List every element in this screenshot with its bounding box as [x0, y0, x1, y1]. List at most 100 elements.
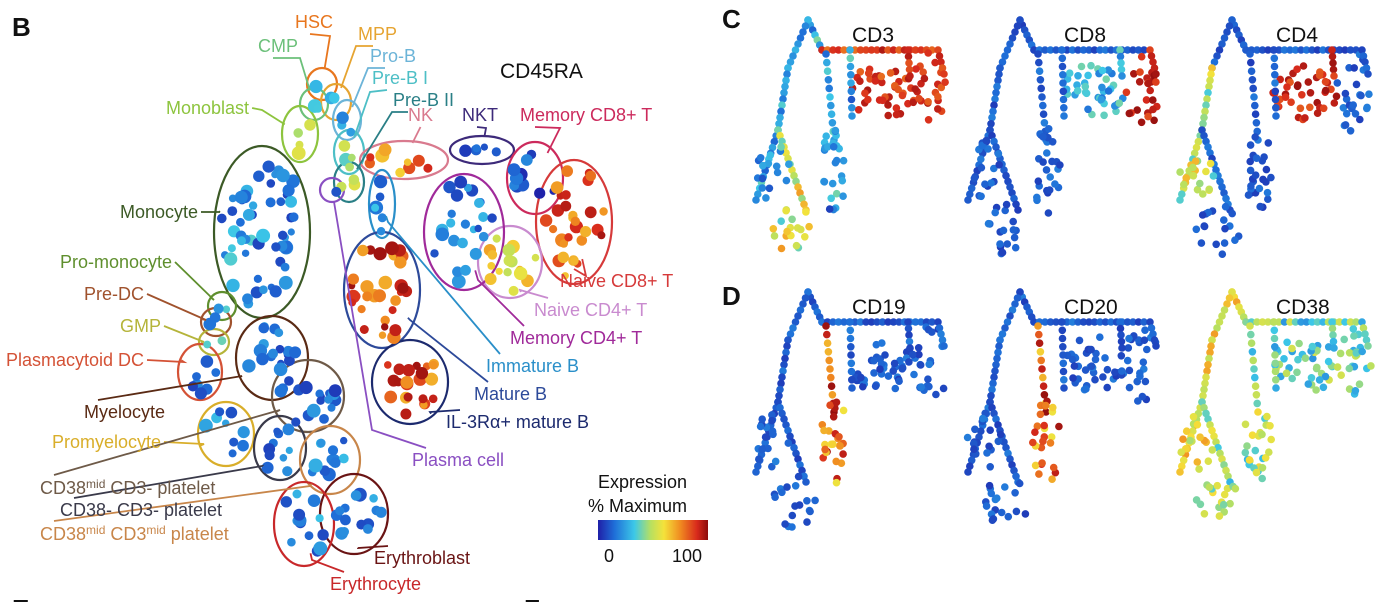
- tree-node: [378, 331, 387, 339]
- mini-node: [1150, 116, 1158, 125]
- mini-node: [1264, 46, 1272, 54]
- leader-myelocyte: [97, 375, 243, 401]
- mini-node: [1033, 193, 1041, 202]
- mini-node: [995, 70, 1003, 78]
- mini-node: [915, 350, 923, 359]
- tree-node: [291, 417, 301, 427]
- mini-node: [1204, 89, 1212, 97]
- mini-node: [895, 377, 903, 385]
- tree-node: [400, 376, 414, 389]
- mini-node: [780, 361, 788, 369]
- mini-node: [1036, 348, 1045, 356]
- mini-node: [1096, 333, 1104, 341]
- mini-node: [770, 137, 779, 146]
- mini-node: [1271, 359, 1280, 368]
- tree-node: [377, 213, 387, 223]
- mini-node: [826, 365, 834, 373]
- mini-node: [1152, 70, 1160, 78]
- mini-node: [765, 184, 774, 193]
- mini-node: [1301, 354, 1310, 362]
- mini-node: [1220, 239, 1229, 247]
- mini-node: [769, 430, 777, 439]
- mini-node: [789, 52, 797, 60]
- tree-node: [446, 218, 456, 228]
- mini-node: [1228, 16, 1236, 24]
- mini-node: [1129, 46, 1137, 54]
- mini-node: [1282, 369, 1291, 378]
- mini-node: [881, 351, 889, 359]
- mini-tree-cd8: CD8: [964, 16, 1161, 258]
- mini-node: [928, 318, 936, 326]
- mini-node: [1358, 318, 1366, 326]
- mini-node: [1260, 153, 1268, 161]
- mini-node: [912, 65, 920, 73]
- mini-node: [996, 64, 1004, 72]
- mini-node: [1069, 374, 1077, 382]
- mini-node: [1200, 222, 1208, 230]
- mini-node: [832, 189, 841, 198]
- mini-node: [1123, 318, 1132, 326]
- mini-node: [1349, 101, 1357, 109]
- leader-naivecd8: [573, 258, 588, 278]
- mini-node: [1358, 46, 1366, 54]
- mini-node: [829, 413, 838, 421]
- mini-node: [758, 415, 766, 423]
- tree-node: [274, 328, 284, 338]
- label-memcd4: Memory CD4+ T: [510, 328, 642, 348]
- mini-node: [1248, 76, 1257, 84]
- mini-node: [827, 382, 836, 390]
- mini-node: [1074, 46, 1082, 54]
- tree-node: [331, 186, 342, 197]
- mini-node: [1009, 226, 1018, 234]
- mini-node: [1141, 377, 1150, 386]
- outline-mpp: [319, 82, 353, 122]
- mini-node: [756, 154, 765, 162]
- mini-node: [1355, 380, 1364, 388]
- mini-node: [986, 426, 994, 434]
- mini-node: [782, 176, 791, 185]
- mini-node: [1058, 46, 1066, 54]
- tree-node: [293, 128, 304, 138]
- mini-node: [781, 520, 789, 528]
- tree-node: [273, 427, 281, 435]
- mini-node: [925, 360, 933, 369]
- mini-node: [1324, 357, 1333, 366]
- mini-node: [981, 180, 989, 188]
- mini-node: [824, 143, 832, 151]
- mini-node: [1008, 461, 1016, 469]
- mini-node: [825, 356, 833, 365]
- mini-node: [825, 84, 833, 93]
- mini-node: [1212, 166, 1220, 174]
- label-matb: Mature B: [474, 384, 547, 404]
- leader-cmp: [273, 57, 311, 91]
- mini-tree-cd3: CD3: [752, 16, 949, 253]
- mini-node: [904, 46, 912, 54]
- label-cmp: CMP: [258, 36, 298, 56]
- tree-node: [304, 531, 314, 541]
- mini-node: [964, 196, 972, 204]
- mini-node: [1040, 119, 1049, 127]
- mini-node: [1315, 71, 1324, 80]
- tree-node: [293, 508, 306, 521]
- mini-node: [1206, 76, 1214, 85]
- mini-node: [859, 382, 867, 391]
- mini-node: [1001, 52, 1009, 60]
- tree-node: [369, 494, 378, 503]
- mini-node: [805, 222, 813, 231]
- mini-node: [776, 403, 784, 412]
- mini-node: [1002, 171, 1010, 180]
- tree-node: [340, 436, 348, 445]
- mini-node: [756, 422, 765, 431]
- mini-node: [1215, 46, 1224, 54]
- mini-node: [831, 126, 840, 135]
- mini-node: [771, 493, 779, 501]
- mini-node: [934, 318, 942, 326]
- mini-node: [818, 421, 827, 429]
- mini-node: [987, 179, 995, 187]
- mini-node: [1270, 46, 1278, 54]
- mini-node: [1058, 326, 1067, 335]
- mini-node: [985, 442, 993, 451]
- mini-node: [1102, 75, 1110, 83]
- tree-node: [520, 154, 533, 166]
